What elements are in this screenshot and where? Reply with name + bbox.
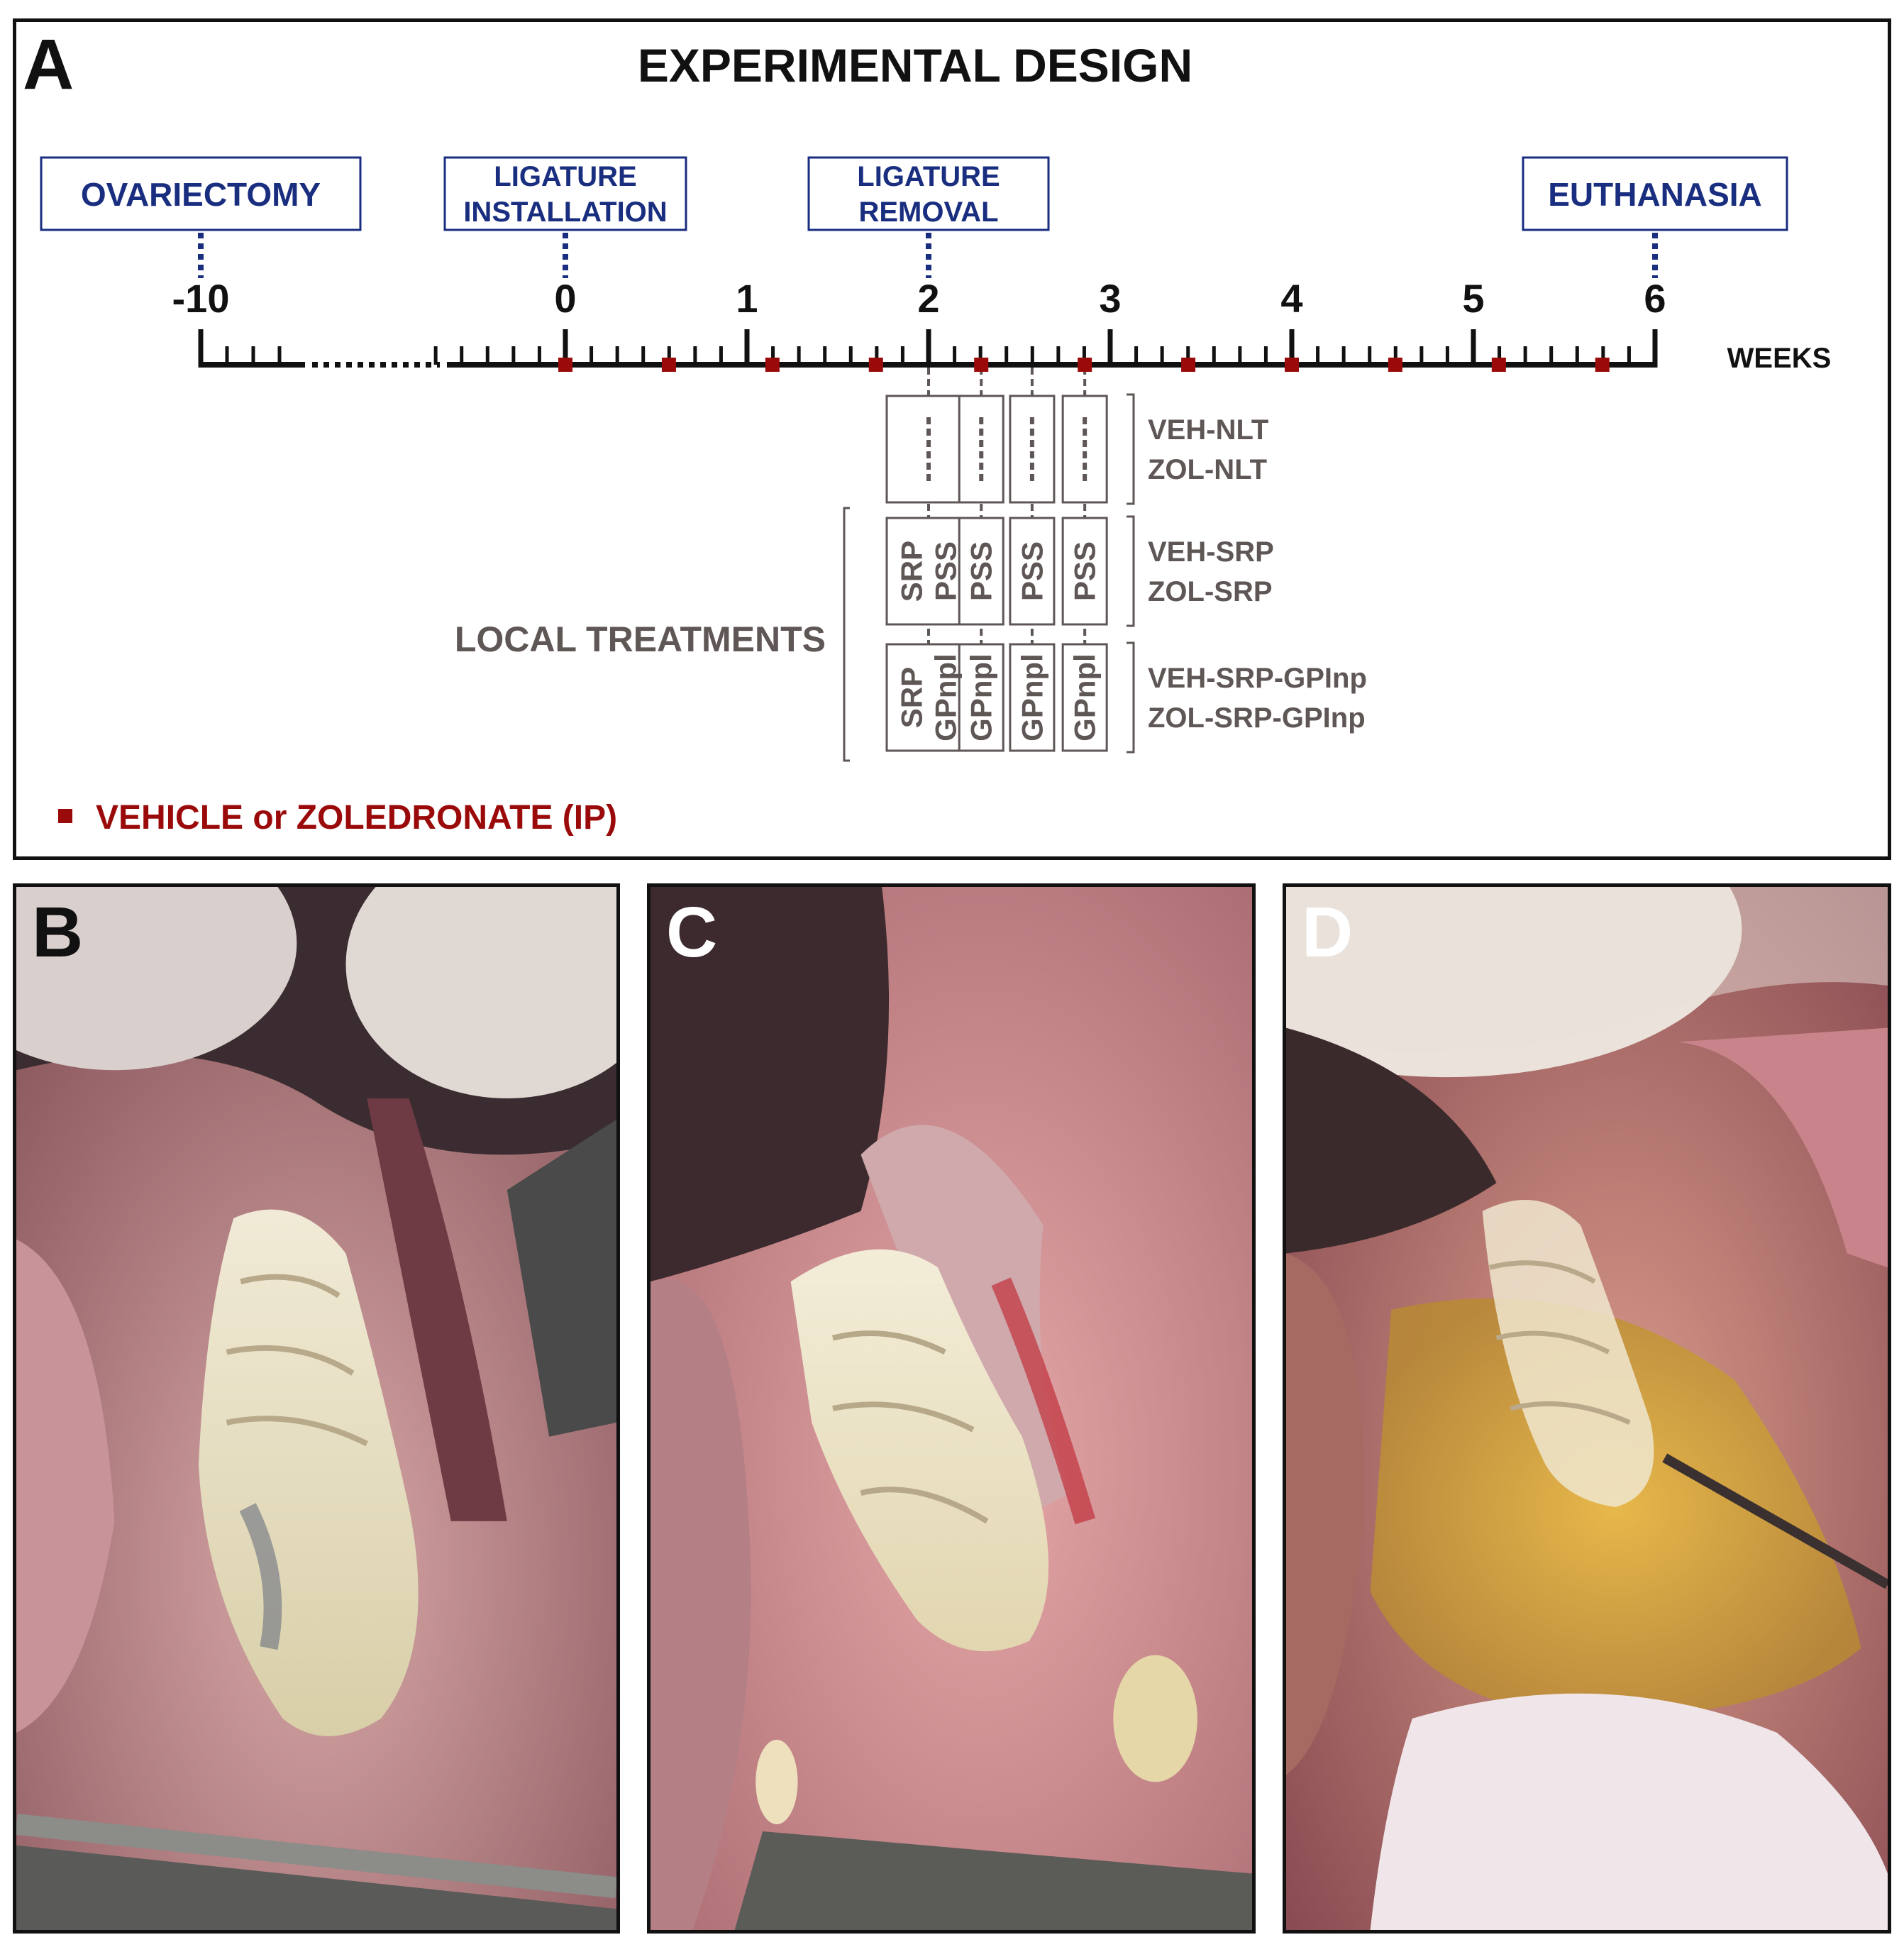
weeks-unit-label: WEEKS <box>1727 343 1832 374</box>
event-box-ligature-removal <box>807 156 1050 231</box>
treatment-text-srp-2: PSS <box>1015 541 1048 601</box>
panel-a-letter: A <box>23 25 74 104</box>
treatment-text-srp-1: PSS <box>965 541 998 601</box>
treatment-box-gpinp-3 <box>1061 643 1108 752</box>
panel-d-letter: D <box>1302 893 1354 972</box>
photo-d-image <box>1286 887 1888 1930</box>
week-label-3: 3 <box>1099 276 1121 321</box>
event-label-ovariectomy: OVARIECTOMY <box>81 176 321 213</box>
local-treatments-label: LOCAL TREATMENTS <box>455 619 826 659</box>
treatment-text-srp-0-0: SRP <box>895 541 929 602</box>
event-label-euthanasia: EUTHANASIA <box>1548 176 1762 213</box>
group-name-gpinp-veh: VEH-SRP-GPInp <box>1148 663 1367 694</box>
group-name-nlt-zol: ZOL-NLT <box>1148 454 1267 485</box>
treatment-text-gpinp-0-0: SRP <box>895 667 929 728</box>
treatment-text-srp-3: PSS <box>1068 541 1102 601</box>
group-name-nlt-veh: VEH-NLT <box>1148 414 1268 446</box>
ip-injection-marker-5 <box>1078 358 1092 372</box>
photo-c-image <box>651 887 1252 1930</box>
treatment-box-nlt-2 <box>1009 395 1056 504</box>
treatment-box-nlt-3 <box>1061 395 1108 504</box>
week-label-5: 5 <box>1462 276 1484 321</box>
week-label-1: 1 <box>736 276 758 321</box>
treatment-box-gpinp-0 <box>885 643 972 752</box>
legend-label: VEHICLE or ZOLEDRONATE (IP) <box>96 799 617 837</box>
experimental-design-diagram: A EXPERIMENTAL DESIGN OVARIECTOMY LIGATURE I… <box>23 25 1832 837</box>
event-label-ligature-installation-line2: INSTALLATION <box>463 197 667 228</box>
treatment-box-srp-1 <box>958 517 1004 626</box>
group-bracket-srp <box>1127 515 1135 627</box>
group-name-gpinp-zol: ZOL-SRP-GPInp <box>1148 702 1366 734</box>
photo-panel-c: C <box>647 883 1256 1934</box>
event-box-ligature-installation <box>443 156 687 231</box>
ip-injection-marker-3 <box>868 358 883 372</box>
event-label-ligature-removal-line2: REMOVAL <box>858 197 998 228</box>
treatment-box-nlt-0 <box>885 395 972 504</box>
event-box-ovariectomy <box>40 156 362 231</box>
ip-injection-marker-4 <box>974 358 989 372</box>
treatment-text-gpinp-3: GPnpl <box>1068 653 1102 741</box>
ip-injection-marker-8 <box>1388 358 1402 372</box>
ip-injection-marker-6 <box>1181 358 1196 372</box>
ip-injection-marker-0 <box>558 358 572 372</box>
treatment-text-gpinp-0-1: GPnpl <box>929 653 963 741</box>
group-name-srp-zol: ZOL-SRP <box>1148 576 1273 607</box>
photo-panel-d: D <box>1283 883 1891 1934</box>
treatment-text-gpinp-2: GPnpl <box>1015 653 1048 741</box>
treatment-text-gpinp-1: GPnpl <box>965 653 998 741</box>
event-label-ligature-removal-line1: LIGATURE <box>857 161 1000 192</box>
event-box-euthanasia <box>1522 156 1788 231</box>
group-name-srp-veh: VEH-SRP <box>1148 536 1274 568</box>
photo-panel-b: B <box>13 883 620 1934</box>
local-treatments-bracket <box>843 507 850 762</box>
ip-injection-marker-1 <box>661 358 676 372</box>
diagram-title: EXPERIMENTAL DESIGN <box>638 39 1192 92</box>
week-label-4: 4 <box>1280 276 1302 321</box>
group-bracket-nlt <box>1127 393 1135 505</box>
panel-b-letter: B <box>32 893 84 972</box>
ip-injection-marker-9 <box>1491 358 1506 372</box>
ip-injection-marker-2 <box>765 358 780 372</box>
week-label--10: -10 <box>172 276 230 321</box>
event-label-ligature-installation-line1: LIGATURE <box>494 161 636 192</box>
treatment-box-gpinp-1 <box>958 643 1004 752</box>
photo-b-image <box>16 887 616 1930</box>
treatment-box-srp-2 <box>1009 517 1056 626</box>
panel-c-letter: C <box>666 893 718 972</box>
ip-injection-marker-10 <box>1595 358 1610 372</box>
treatment-box-srp-3 <box>1061 517 1108 626</box>
treatment-box-nlt-1 <box>958 395 1004 504</box>
week-label-2: 2 <box>917 276 939 321</box>
group-bracket-gpinp <box>1127 641 1135 754</box>
treatment-text-srp-0-1: PSS <box>929 541 963 601</box>
week-label-6: 6 <box>1644 276 1666 321</box>
treatment-box-gpinp-2 <box>1009 643 1056 752</box>
week-label-0: 0 <box>554 276 576 321</box>
legend-ip-marker <box>58 809 72 823</box>
ip-injection-marker-7 <box>1285 358 1299 372</box>
